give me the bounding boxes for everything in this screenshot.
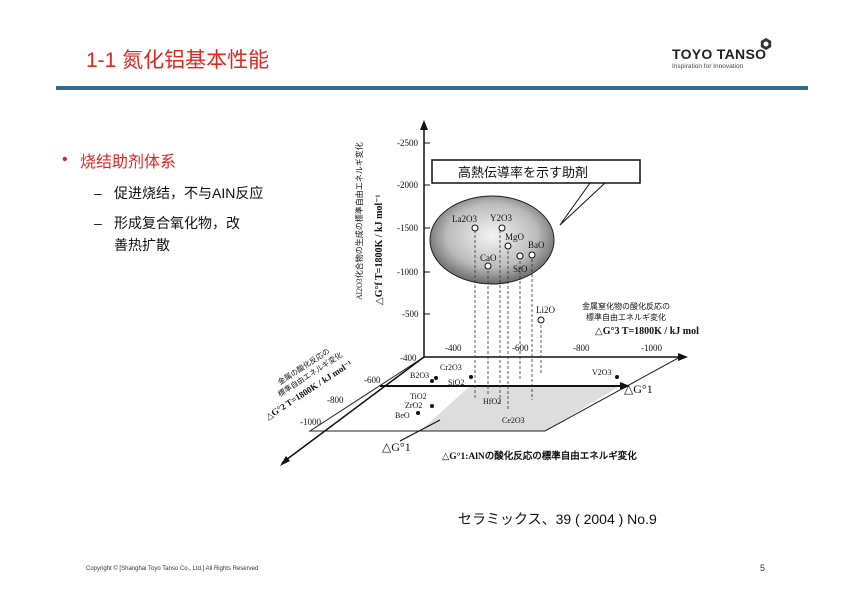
logo-hexagon-icon (760, 38, 772, 50)
point-label: BaO (528, 240, 545, 250)
header-divider (56, 86, 808, 90)
front-axis-arrow (399, 419, 441, 442)
right-tick: -600 (512, 343, 529, 353)
copyright-text: Copyright © [Shanghai Toyo Tanso Co., Lt… (86, 566, 259, 572)
point-label: CaO (480, 253, 497, 263)
left-tick: -1000 (300, 417, 321, 427)
point-label: SrO (513, 264, 528, 274)
sub-bullet-text: 形成复合氧化物，改善热扩散 (114, 215, 240, 253)
source-citation: セラミックス、39 ( 2004 ) No.9 (458, 511, 657, 527)
floor-point-label: TiO2 (410, 392, 427, 401)
floor-point-label: Cr2O3 (440, 363, 462, 372)
point-label: Li2O (536, 305, 555, 315)
sub-bullet: – 形成复合氧化物，改善热扩散 (94, 212, 304, 256)
logo-tagline: Inspiration for Innovation (672, 63, 744, 70)
callout-box (431, 159, 641, 184)
callout-text: 高熱伝導率を示す助剤 (458, 165, 588, 180)
company-logo: TOYO TANSO Inspiration for Innovation (672, 38, 772, 74)
v-tick: -2000 (397, 180, 418, 190)
point-label: La2O3 (452, 214, 477, 224)
v-tick: -2500 (397, 138, 418, 148)
right-tick: -400 (445, 343, 462, 353)
gibbs-energy-3d-diagram: -2500 -2000 -1500 -1000 -500 Al2O3化合物の生成… (264, 120, 700, 466)
dg1-right-label: △G°1 (624, 382, 653, 396)
v-tick: -500 (402, 309, 419, 319)
slide-title: 1-1 氮化铝基本性能 (86, 49, 270, 72)
left-tick: -600 (364, 375, 381, 385)
floor-point-label: ZrO2 (405, 401, 422, 410)
floor-point-label: Ce2O3 (502, 416, 525, 425)
vertical-axis-symbol: △G°f T=1800K / kJ mol⁻¹ (374, 195, 385, 306)
floor-point-label: V2O3 (592, 368, 612, 377)
bullet-dot: • (62, 151, 68, 168)
left-tick: -400 (400, 353, 417, 363)
v-tick: -1500 (397, 223, 418, 233)
bullet-main-text: 烧结助剂体系 (80, 154, 177, 171)
right-tick: -800 (573, 343, 590, 353)
point-label: Y2O3 (490, 213, 512, 223)
bullet-main: • 烧结助剂体系 (62, 148, 304, 172)
floor-point-label: B2O3 (410, 371, 429, 380)
v-tick: -1000 (397, 267, 418, 277)
high-conductivity-ellipse (429, 195, 555, 285)
floor-point-label: SiO2 (448, 378, 464, 387)
floor-shaded-region (420, 386, 620, 431)
floor-point-label: HfO2 (483, 397, 501, 406)
sub-bullet-text: 促进烧结，不与AIN反应 (114, 185, 264, 201)
right-tick: -1000 (641, 343, 662, 353)
sub-bullet-dash: – (94, 215, 102, 231)
point-label: MgO (505, 232, 525, 242)
logo-name: TOYO TANSO (672, 46, 767, 62)
left-tick: -800 (327, 395, 344, 405)
floor-point-label: BeO (395, 411, 410, 420)
left-axis (281, 356, 425, 464)
right-axis-label: 金属窒化物の酸化反応の (582, 301, 670, 311)
right-axis-symbol: △G°3 T=1800K / kJ mol⁻¹ (595, 326, 700, 337)
dg1-front-label: △G°1 (382, 440, 411, 454)
right-axis-label: 標準自由エネルギ変化 (586, 312, 666, 322)
page-number: 5 (760, 563, 766, 573)
sub-bullet: – 促进烧结，不与AIN反应 (94, 182, 304, 204)
bottom-caption: △G°1:AlNの酸化反応の標準自由エネルギ変化 (442, 450, 637, 462)
bullet-list: • 烧结助剂体系 – 促进烧结，不与AIN反应 – 形成复合氧化物，改善热扩散 (62, 148, 304, 256)
sub-bullet-dash: – (94, 185, 102, 201)
vertical-axis-label: Al2O3化合物の生成の標準自由エネルギ変化 (354, 142, 364, 300)
